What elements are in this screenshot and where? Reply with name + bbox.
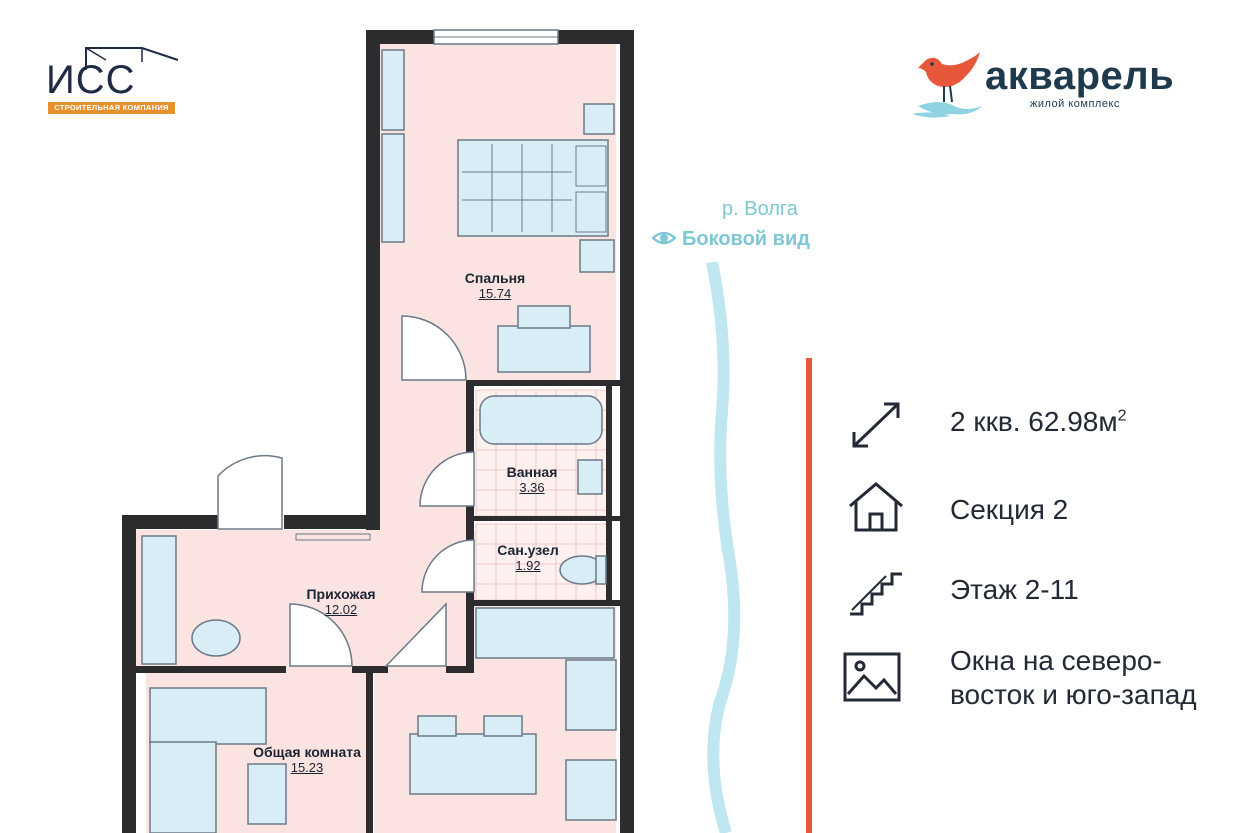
section-text: Секция 2	[950, 494, 1069, 525]
room-area: 1.92	[515, 558, 541, 573]
divider-line	[806, 358, 812, 833]
room-area: 12.02	[324, 602, 358, 617]
room-area: 3.36	[519, 480, 545, 495]
crane-icon	[85, 47, 179, 70]
square-superscript: 2	[1117, 407, 1127, 425]
room-hallway: Прихожая 12.02	[294, 586, 388, 617]
apartment-size-text: 2 ккв. 62.98м	[950, 406, 1118, 437]
complex-name: акварель	[985, 54, 1175, 98]
walls	[122, 30, 634, 833]
room-bedroom: Спальня 15.74	[450, 270, 540, 301]
builder-tagline: СТРОИТЕЛЬНАЯ КОМПАНИЯ	[48, 102, 175, 114]
bed-details	[462, 144, 607, 233]
complex-subtitle: жилой комплекс	[1030, 98, 1120, 110]
stairs-icon	[850, 572, 902, 616]
room-area: 15.74	[478, 286, 512, 301]
room-living: Общая комната 15.23	[242, 744, 372, 775]
floor-plan	[122, 29, 634, 833]
room-bathroom: Ванная 3.36	[498, 464, 566, 495]
bird-logo-icon	[912, 52, 982, 118]
side-view-label: Боковой вид	[652, 228, 810, 251]
floor-text: Этаж 2-11	[950, 574, 1079, 605]
river-name: р. Волга	[722, 198, 798, 220]
furniture	[141, 49, 617, 833]
builder-name: ИСС	[46, 58, 136, 102]
resize-arrows-icon	[852, 402, 900, 448]
apartment-size: 2 ккв. 62.98м2	[950, 406, 1127, 438]
windows-text: Окна на северо- восток и юго-запад	[950, 644, 1197, 712]
eye-icon	[652, 231, 676, 245]
builder-logo	[46, 42, 186, 118]
room-name: Ванная	[506, 464, 558, 480]
windows-line-2: восток и юго-запад	[950, 679, 1197, 710]
doors	[217, 315, 475, 667]
radiator	[295, 533, 371, 541]
room-wc: Сан.узел 1.92	[490, 542, 566, 573]
room-name: Сан.узел	[497, 542, 559, 558]
windows-line-1: Окна на северо-	[950, 645, 1162, 676]
river-line	[706, 262, 741, 833]
room-name: Прихожая	[306, 586, 376, 602]
window-view-icon	[843, 652, 901, 702]
room-area: 15.23	[290, 760, 324, 775]
room-name: Общая комната	[253, 744, 361, 760]
side-view-text: Боковой вид	[682, 228, 810, 250]
house-icon	[849, 482, 903, 532]
room-name: Спальня	[464, 270, 526, 286]
